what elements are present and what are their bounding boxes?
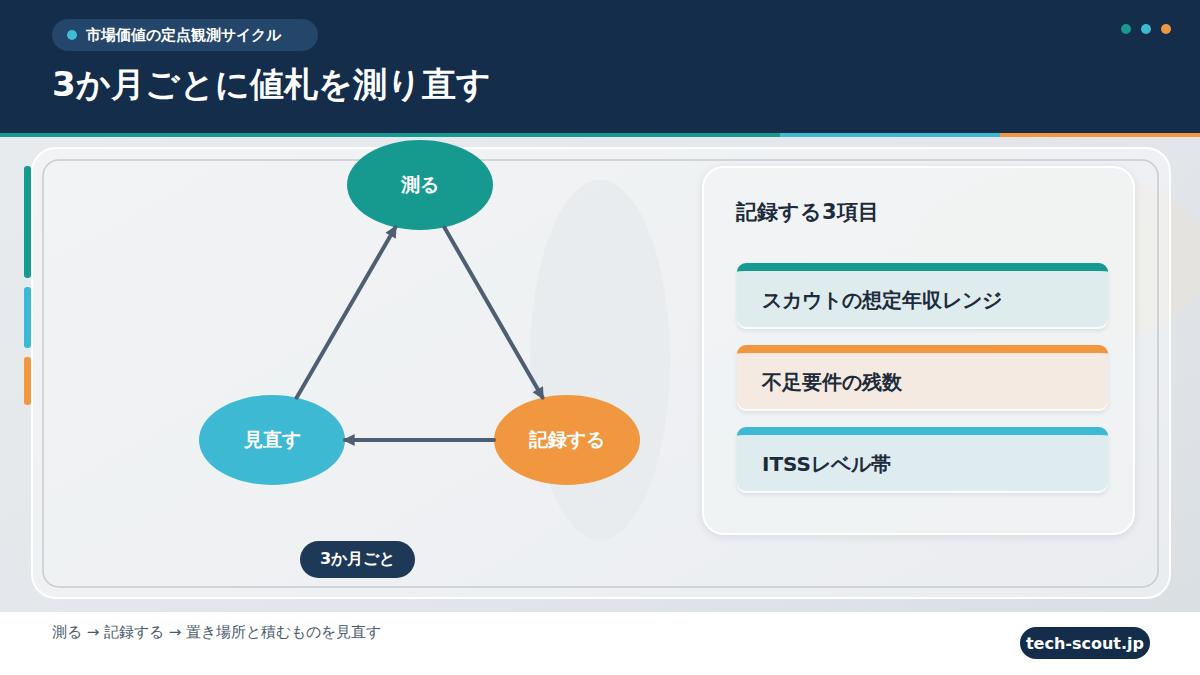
header-dot — [1121, 24, 1131, 34]
item-card: ITSSレベル帯 — [737, 427, 1108, 493]
pill-tag: 市場価値の定点観測サイクル — [52, 19, 318, 51]
item-card: スカウトの想定年収レンジ — [737, 263, 1108, 329]
accent-bar — [24, 287, 31, 348]
cycle-arrow — [444, 227, 542, 397]
cycle-step-ellipse: 測る — [347, 140, 493, 230]
step-label: 見直す — [244, 427, 301, 453]
pill-label: tech-scout.jp — [1026, 634, 1144, 653]
ellipse-fill — [494, 395, 640, 485]
slide-title: 3か月ごとに値札を測り直す — [52, 62, 491, 108]
panel-heading: 記録する3項目 — [736, 198, 1133, 226]
item-card: 不足要件の残数 — [737, 345, 1108, 411]
ellipse-fill — [347, 140, 493, 230]
header-dot — [1141, 24, 1151, 34]
cycle-arrow — [297, 227, 396, 397]
header-stripe-orange — [1000, 133, 1200, 137]
footer-caption: 測る → 記録する → 置き場所と積むものを見直す — [52, 623, 381, 642]
header-stripe-teal — [0, 133, 780, 137]
item-label: 不足要件の残数 — [762, 369, 902, 396]
pill-tag: tech-scout.jp — [1020, 627, 1150, 659]
pill-label: 市場価値の定点観測サイクル — [86, 26, 281, 45]
cycle-arrow — [345, 438, 494, 442]
footer-band — [0, 612, 1200, 675]
main-panel-inner-border — [43, 160, 1158, 587]
cycle-step-ellipse: 記録する — [494, 395, 640, 485]
step-label: 測る — [401, 172, 439, 198]
step-label: 記録する — [529, 427, 605, 453]
header-band — [0, 0, 1200, 133]
pill-tag: 3か月ごと — [300, 541, 415, 578]
accent-bar — [24, 357, 31, 405]
accent-bar — [24, 166, 31, 278]
item-label: ITSSレベル帯 — [762, 451, 891, 478]
ellipse-fill — [199, 395, 345, 485]
item-label: スカウトの想定年収レンジ — [762, 287, 1002, 314]
header-dot — [1161, 24, 1171, 34]
pill-label: 3か月ごと — [320, 549, 395, 570]
items-panel: 記録する3項目スカウトの想定年収レンジ不足要件の残数 ITSSレベル帯 — [702, 166, 1135, 535]
cycle-step-ellipse: 見直す — [199, 395, 345, 485]
badge-dot — [67, 30, 77, 40]
main-panel — [32, 148, 1170, 598]
header-stripe-blue — [780, 133, 1000, 137]
